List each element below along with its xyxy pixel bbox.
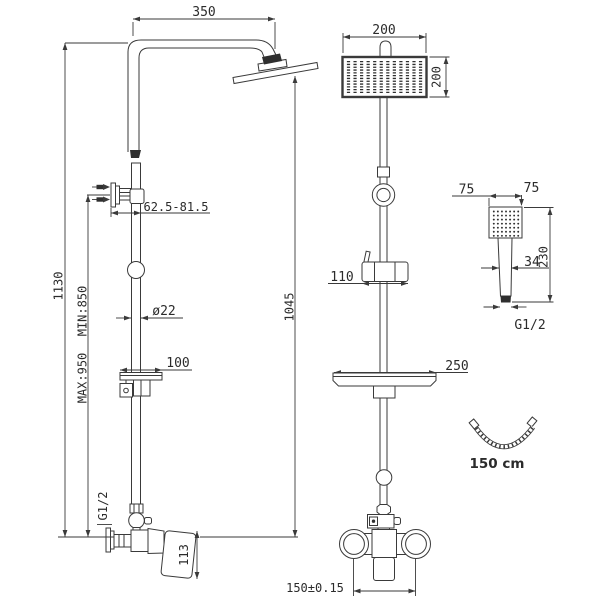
dim-column-height: 1045 xyxy=(200,76,298,538)
screw-icon xyxy=(96,197,103,202)
hand-shower-handle xyxy=(497,237,513,297)
dim-arm-width-label: 350 xyxy=(192,5,215,20)
hand-shower-body xyxy=(488,206,523,303)
dim-column-height-label: 1045 xyxy=(283,293,297,322)
hand-thread-label: G1/2 xyxy=(514,318,545,333)
dim-hand-height-label: 230 xyxy=(537,246,551,268)
ring-joint-front xyxy=(371,183,396,207)
overhead-shower-side xyxy=(232,53,319,85)
hand-shower-view: 75 75 34 230 xyxy=(452,181,554,333)
front-view: 200 200 xyxy=(286,23,469,596)
diverter-valve-side xyxy=(128,503,152,532)
overhead-shower-front xyxy=(341,55,428,99)
riser-pipe-front xyxy=(379,96,388,506)
wall-bracket xyxy=(92,182,145,208)
inlet-thread-label-group: G1/2 xyxy=(96,492,112,525)
dim-arm-width: 350 xyxy=(132,5,276,49)
dim-pipe-diameter: ø22 xyxy=(116,304,183,321)
mixer-handle-front xyxy=(373,557,395,581)
dim-dish-width-label: 250 xyxy=(445,359,468,374)
dim-wall-bracket-label: 62.5-81.5 xyxy=(143,200,208,214)
dim-rail-min-label: MIN:850 xyxy=(76,286,90,337)
hose-icon: 150 cm xyxy=(468,416,538,472)
dim-head-width-label: 200 xyxy=(372,23,395,38)
dim-hand-head-depth: 75 xyxy=(519,181,539,206)
dim-head-width: 200 xyxy=(342,23,427,53)
dim-hand-head-depth-label: 75 xyxy=(524,181,540,196)
dim-hand-handle-width-label: 34 xyxy=(524,255,540,270)
hex-nut xyxy=(376,504,391,515)
soap-dish: 250 xyxy=(332,359,469,399)
dim-total-height-label: 1130 xyxy=(52,272,66,301)
hose-length-label: 150 cm xyxy=(470,456,525,472)
side-view: 350 xyxy=(52,5,319,579)
dim-inlet-spacing-label: 150±0.15 xyxy=(286,581,344,595)
dim-hand-height: 230 xyxy=(512,207,554,303)
dim-pipe-diameter-label: ø22 xyxy=(152,304,175,319)
dim-hand-head-width: 75 xyxy=(452,183,522,206)
dim-hand-handle-width: 34 xyxy=(481,255,549,271)
dim-total-height: 1130 xyxy=(52,42,128,538)
dim-inlet-spacing: 150±0.15 xyxy=(286,559,416,596)
slider-lever xyxy=(363,250,371,264)
hand-shower-dots xyxy=(492,210,520,237)
pipe-joint xyxy=(377,166,390,178)
mixer-handle-side xyxy=(160,530,197,579)
dim-rail-max-label: MAX:950 xyxy=(76,353,90,404)
hose-fitting-right xyxy=(526,416,538,428)
gooseneck-arm xyxy=(127,39,278,158)
arm-end-tip xyxy=(130,150,141,158)
dim-head-depth-label: 200 xyxy=(430,66,444,88)
mixer-front xyxy=(339,529,431,581)
hand-thread-label-group: G1/2 xyxy=(483,304,546,333)
dim-holder-width-label: 110 xyxy=(330,270,353,285)
dim-handle-length-label: 113 xyxy=(177,544,191,566)
head-connector xyxy=(379,40,392,57)
head-connector-nut xyxy=(262,53,282,65)
mixer-side xyxy=(105,527,197,579)
ball-joint xyxy=(375,469,393,486)
slider-holder-front: 110 xyxy=(328,250,409,286)
hand-shower-connector xyxy=(500,296,511,303)
screw-icon xyxy=(96,184,103,190)
dim-handle-length: 113 xyxy=(177,531,200,579)
dim-rail-range: MIN:850 MAX:950 xyxy=(76,194,110,537)
inlet-thread-label: G1/2 xyxy=(96,492,110,521)
dim-slider-width-label: 100 xyxy=(166,356,189,371)
dim-wall-bracket-range: 62.5-81.5 xyxy=(110,200,210,217)
dim-hand-head-width-label: 75 xyxy=(459,183,475,198)
slider-holder-side: 100 xyxy=(119,356,192,398)
hose-fitting-left xyxy=(468,418,480,430)
dim-head-depth: 200 xyxy=(429,56,450,98)
rail-ring-joint xyxy=(127,261,145,279)
